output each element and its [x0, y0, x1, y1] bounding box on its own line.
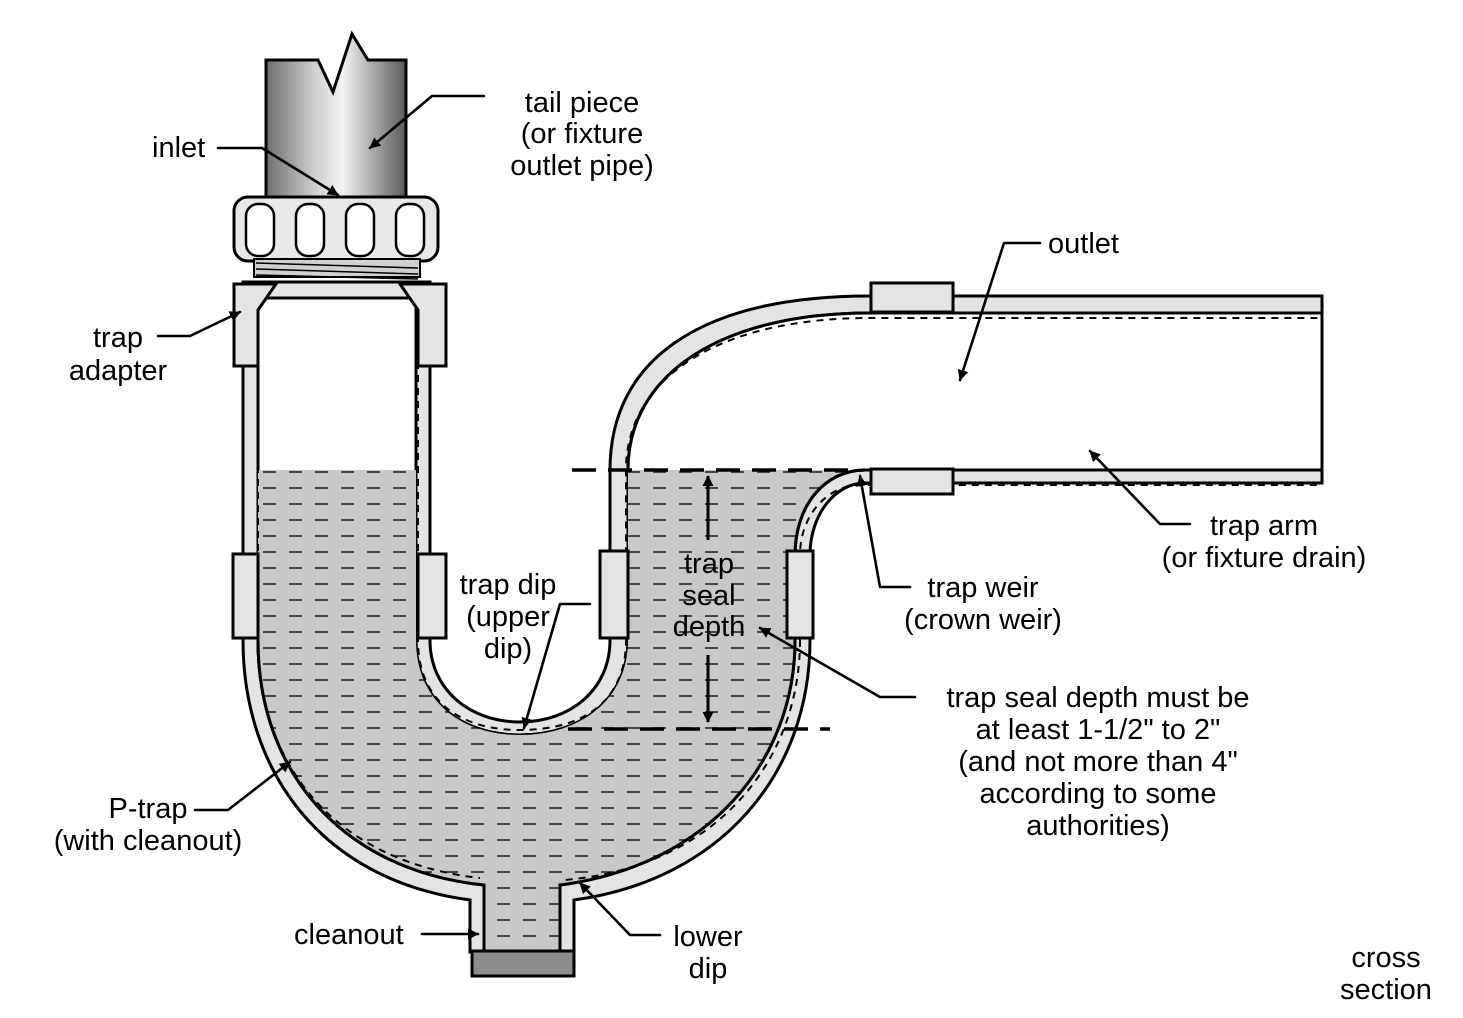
trap-dip-line-2: (upper: [466, 601, 550, 633]
trap-weir-line-1: trap weir: [927, 572, 1039, 604]
cleanout-cap: [470, 949, 576, 978]
cross-section-line-2: section: [1340, 974, 1432, 1006]
label-trap-adapter: trap adapter: [69, 322, 168, 387]
trap-adapter: [232, 282, 448, 368]
coupling-collars: [231, 281, 955, 640]
label-tail-piece: tail piece (or fixture outlet pipe): [510, 87, 654, 182]
label-p-trap: P-trap (with cleanout): [54, 793, 243, 857]
tail-piece-line-2: (or fixture: [521, 118, 643, 150]
trap-dip-line-3: dip): [484, 633, 532, 665]
trap-arm-line-2: (or fixture drain): [1162, 542, 1367, 574]
p-trap-line-1: P-trap: [109, 793, 188, 825]
label-lower-dip: lower dip: [673, 921, 743, 985]
cross-section-line-1: cross: [1351, 942, 1420, 974]
seal-note-line-2: at least 1-1/2" to 2": [976, 714, 1221, 746]
trap-arm-line-1: trap arm: [1210, 510, 1318, 542]
leader-lines: [156, 94, 1192, 940]
trap-dip-line-1: trap dip: [460, 569, 557, 601]
label-trap-dip: trap dip (upper dip): [460, 569, 557, 665]
seal-depth-lines: [568, 468, 860, 731]
trap-seal-depth-line-2: seal: [682, 580, 735, 612]
seal-note-line-5: authorities): [1026, 810, 1169, 842]
label-seal-note: trap seal depth must be at least 1-1/2" …: [946, 682, 1249, 842]
lower-dip-line-1: lower: [673, 921, 743, 953]
tail-piece-pipe: [264, 30, 408, 202]
lower-dip-line-2: dip: [689, 953, 728, 985]
p-trap-line-2: (with cleanout): [54, 825, 243, 857]
label-trap-weir: trap weir (crown weir): [904, 572, 1062, 636]
label-trap-seal-depth: trap seal depth: [673, 548, 746, 643]
trap-adapter-line-2: adapter: [69, 355, 168, 387]
trap-weir-line-2: (crown weir): [904, 604, 1062, 636]
seal-note-line-3: (and not more than 4": [958, 746, 1238, 778]
trap-adapter-line-1: trap: [93, 322, 143, 354]
trap-water: [258, 470, 858, 952]
label-outlet: outlet: [1048, 228, 1119, 260]
label-inlet: inlet: [152, 132, 205, 164]
label-cleanout: cleanout: [294, 919, 404, 951]
slip-nut: [232, 195, 440, 280]
trap-seal-depth-line-3: depth: [673, 611, 746, 643]
tail-piece-line-1: tail piece: [525, 87, 639, 119]
tail-piece-line-3: outlet pipe): [510, 150, 654, 182]
label-cross-section: cross section: [1340, 942, 1432, 1006]
inner-wall-dashed: [257, 310, 1320, 881]
trap-seal-depth-line-1: trap: [684, 548, 734, 580]
label-trap-arm: trap arm (or fixture drain): [1162, 510, 1367, 574]
seal-note-line-4: according to some: [980, 778, 1217, 810]
seal-note-line-1: trap seal depth must be: [946, 682, 1249, 714]
